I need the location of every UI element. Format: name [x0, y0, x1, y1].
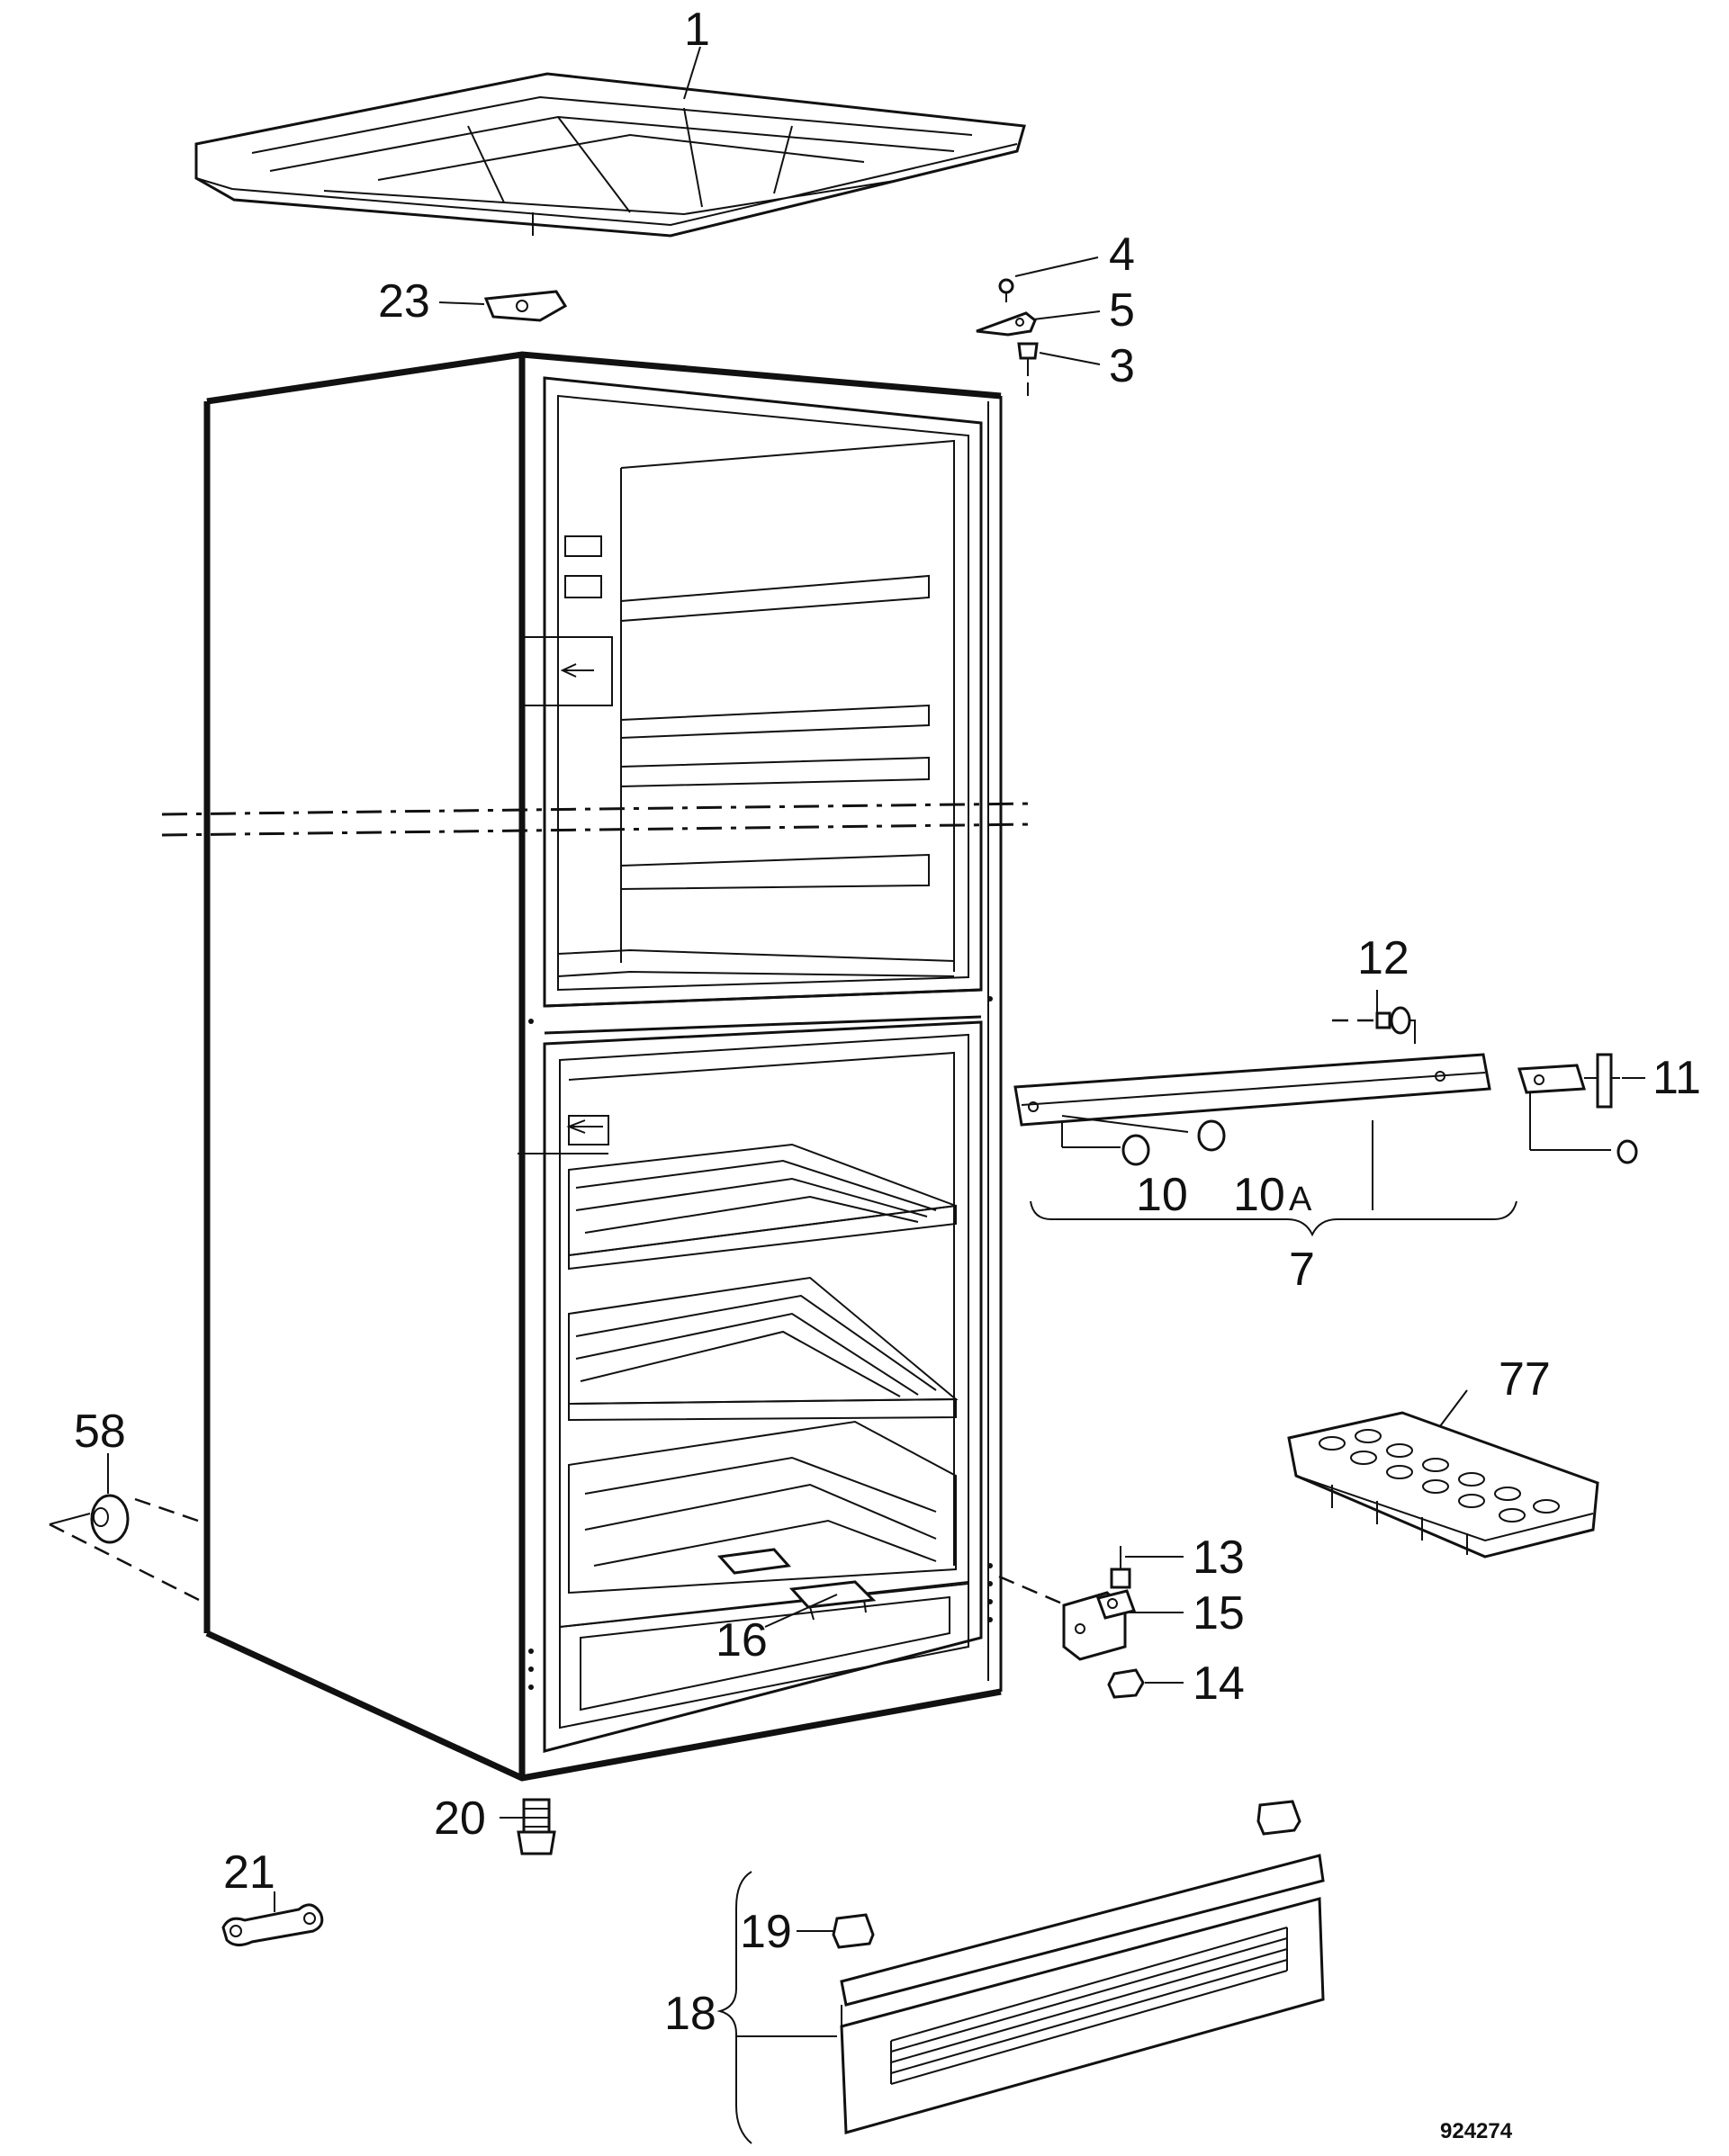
plinth-assembly [716, 1800, 1325, 2144]
label-adjustable-foot: 20 [434, 1792, 486, 1845]
label-top-cover: 1 [684, 4, 710, 56]
label-screw-a: 10 [1136, 1169, 1188, 1221]
label-wrench: 21 [223, 1846, 275, 1899]
adjustable-foot [517, 1798, 556, 1855]
label-bottom-hinge: 15 [1193, 1587, 1245, 1639]
label-screw-b-suffix: A [1289, 1181, 1312, 1218]
top-cover [194, 72, 1026, 238]
diagram-reference-number: 924274 [1440, 2119, 1513, 2143]
label-screw-b: 10 [1233, 1169, 1285, 1221]
side-plug [49, 1494, 203, 1604]
label-nut: 14 [1193, 1657, 1245, 1710]
label-top-hinge: 5 [1109, 284, 1135, 337]
label-bracket: 11 [1652, 1052, 1701, 1104]
hinge-bar-assembly [1013, 1006, 1638, 1237]
bottom-hinge-parts [998, 1546, 1145, 1699]
label-hinge-pin-bottom: 13 [1193, 1532, 1245, 1584]
label-cover-clip: 23 [378, 275, 430, 328]
label-plinth-clip: 19 [740, 1906, 792, 1958]
top-hinge-parts [976, 278, 1039, 396]
leader-lines [107, 46, 1645, 1932]
label-hinge-bar: 7 [1289, 1244, 1315, 1296]
label-hinge-pin-top: 3 [1109, 340, 1135, 392]
cover-clip [483, 290, 568, 322]
label-screw-top: 4 [1109, 229, 1135, 281]
wrench [221, 1903, 324, 1946]
ice-cube-tray [1287, 1411, 1599, 1559]
label-shelf-clip: 16 [716, 1614, 768, 1666]
label-washer: 12 [1357, 932, 1409, 984]
label-plinth-assembly: 18 [664, 1988, 716, 2040]
label-ice-tray: 77 [1499, 1353, 1551, 1406]
refrigerator-cabinet [161, 351, 1036, 1782]
label-side-plug: 58 [74, 1406, 126, 1458]
part-labels: 1 23 4 5 3 12 11 10 10 A 7 77 58 13 15 1… [74, 4, 1701, 2143]
rivet-dots [528, 996, 993, 1690]
